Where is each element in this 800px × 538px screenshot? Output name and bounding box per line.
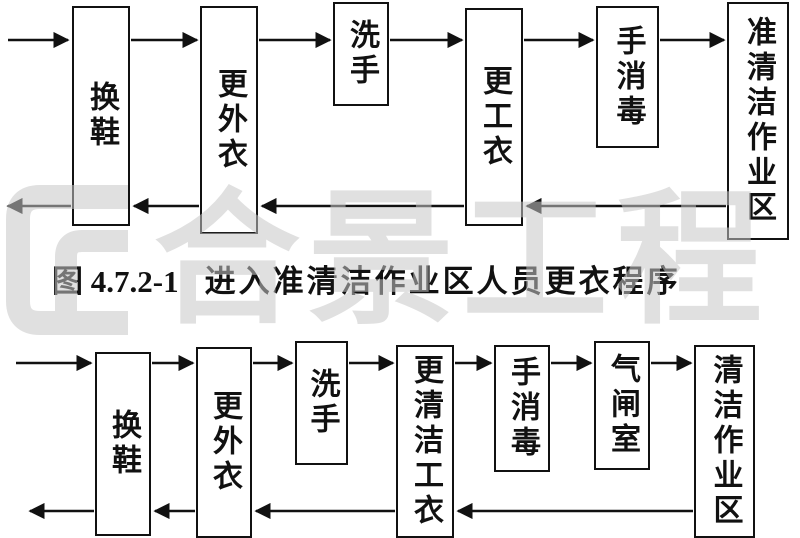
flow-step-box-wash-hands-2: 洗手 xyxy=(295,341,348,465)
flow-step-label: 手消毒 xyxy=(611,24,645,130)
flow-step-box-wash-hands: 洗手 xyxy=(333,2,389,106)
flow-step-box-airlock-room: 气闸室 xyxy=(594,341,650,470)
figure-caption: 图 4.7.2-1 进入准清洁作业区人员更衣程序 xyxy=(52,256,782,301)
flow-step-label: 换鞋 xyxy=(107,409,140,479)
flow-step-label: 更工衣 xyxy=(478,64,511,170)
flow-step-label: 准清洁作业区 xyxy=(742,16,775,226)
flow-step-box-semi-clean-area: 准清洁作业区 xyxy=(727,2,789,240)
flow-step-label: 洗手 xyxy=(345,19,378,89)
flow-step-box-change-outerwear-2: 更外衣 xyxy=(196,347,252,538)
flow-step-label: 洗手 xyxy=(305,368,339,438)
flow-step-label: 清洁作业区 xyxy=(708,354,742,529)
figure-number: 图 4.7.2-1 xyxy=(52,264,179,299)
flow-step-box-hand-disinfect: 手消毒 xyxy=(596,6,659,148)
flow-step-box-change-outerwear: 更外衣 xyxy=(200,6,258,234)
flow-step-box-change-shoes: 换鞋 xyxy=(72,6,130,226)
flow-step-label: 更清洁工衣 xyxy=(409,354,442,529)
flow-step-box-change-workwear: 更工衣 xyxy=(465,8,523,226)
flow-step-box-change-clean-workwear: 更清洁工衣 xyxy=(396,345,454,538)
flow-step-box-clean-area: 清洁作业区 xyxy=(694,345,755,538)
figure-title: 进入准清洁作业区人员更衣程序 xyxy=(204,264,681,299)
flow-step-box-hand-disinfect-2: 手消毒 xyxy=(494,345,550,472)
flow-step-label: 更外衣 xyxy=(208,390,241,495)
flow-step-label: 气闸室 xyxy=(606,353,639,458)
flow-step-label: 换鞋 xyxy=(85,81,118,151)
flow-step-box-change-shoes-2: 换鞋 xyxy=(95,352,151,536)
flow-step-label: 更外衣 xyxy=(213,67,246,173)
flow-step-label: 手消毒 xyxy=(506,356,539,461)
